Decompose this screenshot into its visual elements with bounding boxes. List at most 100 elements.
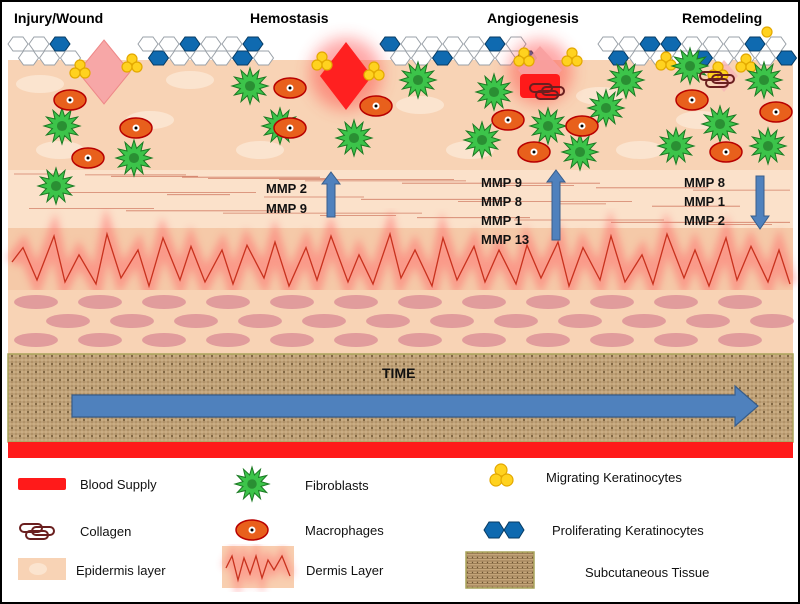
migrating-keratinocyte [561,55,573,67]
dermis-cell [78,333,122,347]
fibroblast-nucleus [488,86,500,98]
mmp-hemostasis-1: MMP 2 [266,181,307,196]
keratinocyte-hex [49,36,71,52]
keratinocyte-hex [775,50,798,66]
migrating-keratinocyte [69,67,81,79]
keratinocyte-hex [421,36,443,52]
dermis-cell [686,314,730,328]
macrophage-dot [506,118,510,122]
migrating-keratinocyte [126,53,138,65]
macrophage-dot [134,126,138,130]
dermis-cell [526,333,570,347]
mmp-remodeling-3: MMP 2 [684,213,725,228]
dermis-cell [14,333,58,347]
legend-proliferating-keratinocyte-icon [483,521,525,539]
fibroblast-nucleus [714,118,726,130]
keratinocyte-hex [252,50,275,66]
legend-blood-label: Blood Supply [80,477,157,492]
legend-subcutaneous-label: Subcutaneous Tissue [585,565,709,580]
keratinocyte-hex [765,36,787,52]
keratinocyte-hex [221,36,243,52]
keratinocyte-hex [210,50,233,66]
dermis-cell [494,314,538,328]
dermis-cell [430,314,474,328]
fibroblast-nucleus [247,479,257,489]
migrating-keratinocyte [740,53,752,65]
fibroblast-nucleus [574,146,586,158]
epidermis-spot [16,75,64,93]
dermis-cell [654,333,698,347]
mmp-remodeling-2: MMP 1 [684,194,725,209]
lower-dermis-cells [14,295,794,347]
dermis-cell [718,295,762,309]
legend-macrophage-icon [235,519,269,541]
collagen-strand [31,526,55,536]
keratinocyte-hex [59,50,82,66]
migrating-keratinocyte [363,69,375,81]
keratinocyte-hex [389,50,412,66]
keratinocyte-hex [158,36,180,52]
macrophage-dot [580,124,584,128]
dermis-cell [206,295,250,309]
dermis-cell [142,295,186,309]
cells [36,26,793,206]
epidermis-spot [396,96,444,114]
legend-migrating-label: Migrating Keratinocytes [546,470,682,485]
migrating-keratinocyte [131,61,143,73]
dermis-cell [46,314,90,328]
mmp-hemostasis-up-arrow [321,171,341,218]
time-arrow [71,384,759,428]
migrating-keratinocyte [368,61,380,73]
mmp-remodeling-down-arrow [750,175,770,230]
keratinocyte-hex [189,50,212,66]
migrating-keratinocyte [316,51,328,63]
keratinocyte-hex [744,36,766,52]
fibroblast-nucleus [762,140,774,152]
fibroblast-nucleus [620,74,632,86]
epidermis-spot [236,141,284,159]
dermis-cell [398,333,442,347]
phase-hemostasis: Hemostasis [250,10,329,26]
legend-collagen-label: Collagen [80,524,131,539]
migrating-keratinocyte [311,59,323,71]
macrophage-dot [690,98,694,102]
dermis-cell [622,314,666,328]
epidermis-spots [16,71,724,159]
mmp-angiogenesis-4: MMP 13 [481,232,529,247]
macrophage-dot [86,156,90,160]
epidermis-spot [166,71,214,89]
migrating-keratinocyte [321,59,333,71]
keratinocyte-hex [463,36,485,52]
proliferating-keratinocyte-layer [7,36,798,66]
migrating-keratinocyte [373,69,385,81]
keratinocyte-hex [431,50,454,66]
legend-collagen-icon [19,523,55,540]
fibroblast-nucleus [684,60,696,72]
legend-fibroblast-label: Fibroblasts [305,478,369,493]
keratinocyte-hex [17,50,40,66]
dermis-cell [526,295,570,309]
legend: Blood Supply Fibroblasts Migrating Kerat… [18,463,709,600]
dermis-wave [11,231,791,289]
dermis-cell [302,314,346,328]
migrating-keratinocyte [513,55,525,67]
collagen-strand [541,86,565,96]
keratinocyte-hex [754,50,777,66]
migrating-keratinocyte [735,61,747,73]
legend-blood-icon [18,478,66,490]
migrating-keratinocyte [121,61,133,73]
macrophage-dot [724,150,728,154]
dermis-cell [366,314,410,328]
migrating-keratinocyte [518,47,530,59]
migrating-keratinocyte [79,67,91,79]
dermis-cell [590,295,634,309]
blood-supply-bar [8,442,793,458]
migrating-keratinocyte [566,47,578,59]
mmp-angiogenesis-2: MMP 8 [481,194,522,209]
keratinocyte-hex [7,36,29,52]
fibroblast-nucleus [244,80,256,92]
legend-macrophage-label: Macrophages [305,523,384,538]
macrophage-dot [288,86,292,90]
dermis-cell [590,333,634,347]
keratinocyte-hex [607,50,630,66]
